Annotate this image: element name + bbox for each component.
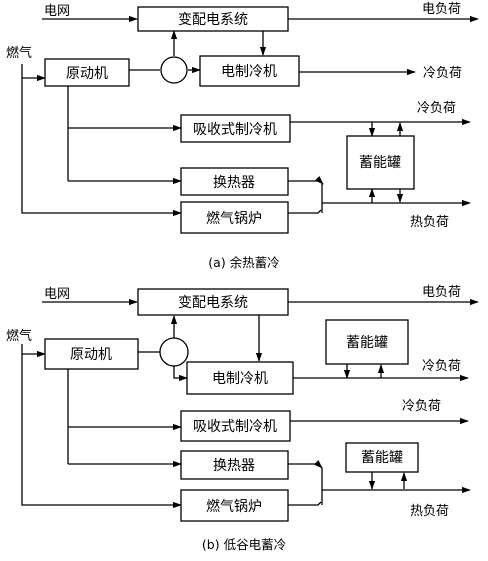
svg-text:换热器: 换热器 — [213, 174, 255, 191]
storage-tank-cold-box-b: 蓄能罐 — [325, 319, 409, 365]
absorption-chiller-box-b: 吸收式制冷机 — [180, 410, 291, 442]
cooling-load-label-b-1: 冷负荷 — [422, 359, 461, 374]
heat-load-label-a: 热负荷 — [410, 215, 449, 230]
gas-boiler-box-a: 燃气锅炉 — [180, 201, 289, 234]
electric-load-label-b: 电负荷 — [422, 285, 461, 300]
svg-text:蓄能罐: 蓄能罐 — [361, 450, 403, 466]
caption-b: (b) 低谷电蓄冷 — [202, 537, 286, 552]
line-boiler-merge-b — [288, 501, 322, 506]
line-exchanger-merge-b — [288, 459, 323, 469]
svg-text:吸收式制冷机: 吸收式制冷机 — [193, 122, 277, 138]
diagram-b: 变配电系统 原动机 电制冷机 蓄能罐 吸收式制冷机 换热器 燃气锅炉 蓄能罐 — [6, 285, 479, 552]
diagram-a: 变配电系统 原动机 电制冷机 吸收式制冷机 换热器 燃气锅炉 蓄能罐 电网 燃气 — [6, 2, 479, 270]
cooling-load-label-b-2: 冷负荷 — [402, 399, 441, 414]
gas-label-b: 燃气 — [6, 328, 32, 344]
transformer-box-a: 变配电系统 — [137, 6, 289, 32]
junction-circle-a — [160, 56, 188, 84]
prime-mover-box-a: 原动机 — [44, 58, 130, 87]
electric-chiller-box-a: 电制冷机 — [199, 55, 300, 87]
junction-circle-b — [159, 337, 189, 367]
svg-text:燃气锅炉: 燃气锅炉 — [206, 210, 262, 227]
svg-text:变配电系统: 变配电系统 — [178, 12, 248, 28]
caption-a: (a) 余热蓄冷 — [208, 255, 279, 270]
electric-chiller-box-b: 电制冷机 — [186, 361, 294, 395]
svg-text:电制冷机: 电制冷机 — [212, 371, 268, 387]
grid-label-a: 电网 — [44, 4, 70, 19]
svg-text:原动机: 原动机 — [70, 347, 112, 363]
cooling-load-label-a-2: 冷负荷 — [417, 101, 456, 116]
gas-boiler-box-b: 燃气锅炉 — [180, 489, 289, 522]
gas-label-a: 燃气 — [6, 45, 32, 61]
heat-load-label-b: 热负荷 — [410, 504, 449, 519]
heat-exchanger-box-a: 换热器 — [180, 167, 289, 196]
line-circle-chiller-b — [173, 366, 188, 382]
svg-text:燃气锅炉: 燃气锅炉 — [206, 498, 262, 515]
absorption-chiller-box-a: 吸收式制冷机 — [180, 114, 291, 143]
svg-text:蓄能罐: 蓄能罐 — [346, 335, 388, 351]
storage-tank-heat-box-b: 蓄能罐 — [345, 442, 419, 473]
line-gas-a — [21, 64, 182, 217]
storage-tank-box-a: 蓄能罐 — [346, 135, 415, 190]
transformer-box-b: 变配电系统 — [137, 288, 289, 316]
line-gas-b — [21, 344, 182, 509]
heat-exchanger-box-b: 换热器 — [180, 450, 289, 480]
svg-text:变配电系统: 变配电系统 — [178, 295, 248, 311]
prime-mover-box-b: 原动机 — [44, 338, 139, 370]
grid-label-b: 电网 — [44, 287, 70, 302]
line-boiler-merge-a — [288, 209, 322, 214]
line-exchanger-merge-a — [288, 175, 324, 185]
svg-text:蓄能罐: 蓄能罐 — [359, 155, 401, 171]
svg-text:吸收式制冷机: 吸收式制冷机 — [193, 419, 277, 435]
cooling-load-label-a-1: 冷负荷 — [423, 66, 462, 81]
svg-text:原动机: 原动机 — [66, 66, 108, 82]
svg-text:换热器: 换热器 — [213, 457, 255, 474]
electric-load-label-a: 电负荷 — [422, 2, 461, 17]
svg-text:电制冷机: 电制冷机 — [221, 64, 277, 80]
